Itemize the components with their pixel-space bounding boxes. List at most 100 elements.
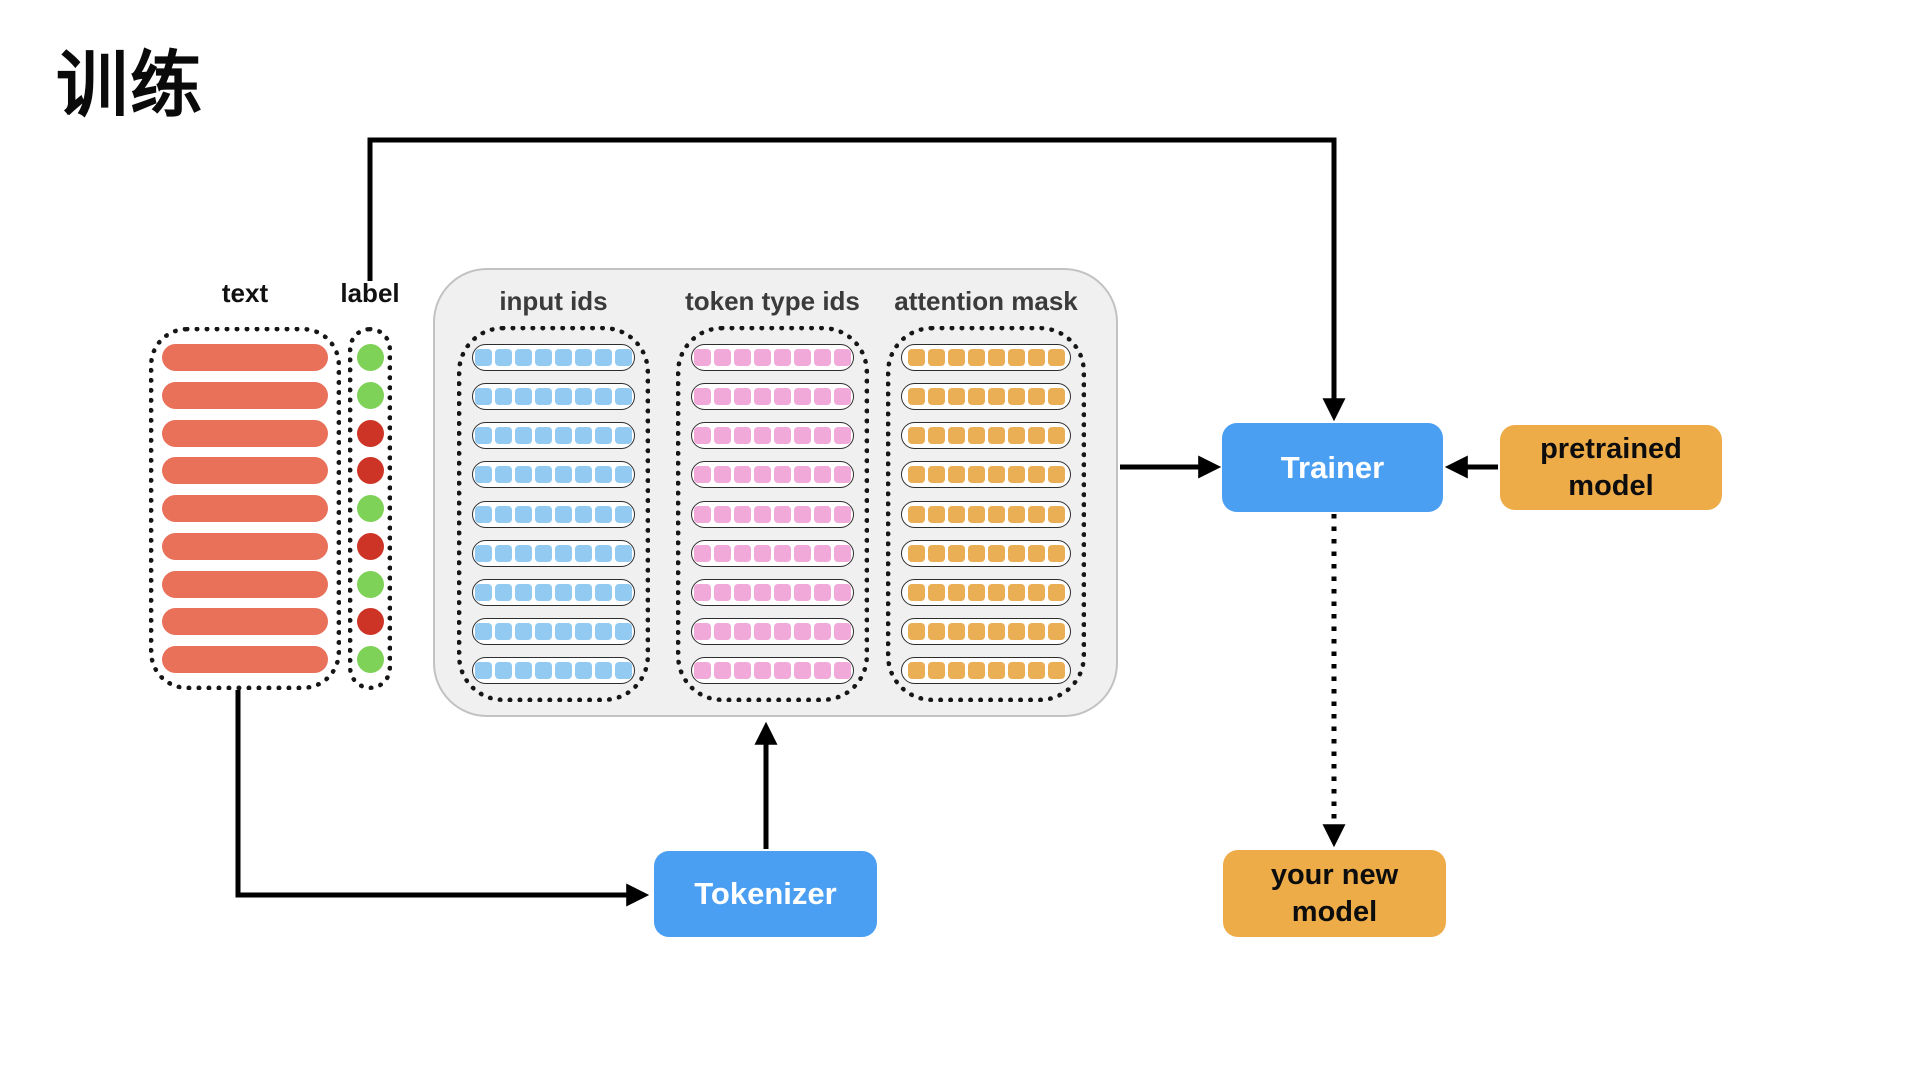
token-type-ids-cell bbox=[694, 349, 711, 366]
attention-mask-cell bbox=[1007, 349, 1025, 366]
token-type-ids-cell bbox=[814, 349, 831, 366]
text-bar bbox=[162, 381, 328, 409]
attention-mask-cell bbox=[1007, 427, 1025, 445]
token-type-ids-row bbox=[691, 657, 854, 684]
token-type-ids-cell bbox=[714, 505, 731, 523]
text-column-header: text bbox=[221, 278, 269, 308]
token-type-ids-cell bbox=[834, 622, 851, 640]
attention-mask-cell bbox=[1047, 349, 1065, 366]
input-ids-cell bbox=[475, 427, 492, 445]
label-circle-green bbox=[356, 344, 384, 371]
input-ids-cell bbox=[475, 662, 492, 679]
input-ids-cell bbox=[515, 583, 532, 601]
token-type-ids-row bbox=[691, 383, 854, 411]
input-ids-cell bbox=[615, 349, 632, 366]
attention-mask-row bbox=[901, 422, 1071, 450]
input-ids-cell bbox=[515, 505, 532, 523]
attention-mask-cell bbox=[907, 427, 925, 445]
attention-mask-cell bbox=[947, 544, 965, 562]
input-ids-cell bbox=[515, 544, 532, 562]
input-ids-cell bbox=[555, 505, 572, 523]
attention-mask-cell bbox=[927, 388, 945, 406]
attention-mask-cell bbox=[1047, 583, 1065, 601]
input-ids-cell bbox=[615, 427, 632, 445]
attention-mask-cell bbox=[927, 505, 945, 523]
attention-mask-row bbox=[901, 344, 1071, 371]
token-type-ids-column bbox=[676, 326, 869, 702]
input-ids-cell bbox=[475, 505, 492, 523]
attention-mask-cell bbox=[1007, 505, 1025, 523]
token-type-ids-cell bbox=[814, 388, 831, 406]
token-type-ids-cell bbox=[814, 466, 831, 484]
attention-mask-cell bbox=[907, 622, 925, 640]
input-ids-row bbox=[472, 578, 635, 606]
input-ids-cell bbox=[535, 466, 552, 484]
token-type-ids-row bbox=[691, 539, 854, 567]
pretrained-model-box: pretrained model bbox=[1500, 425, 1722, 510]
token-type-ids-cell bbox=[774, 662, 791, 679]
attention-mask-cell bbox=[907, 583, 925, 601]
attention-mask-cell bbox=[1047, 427, 1065, 445]
trainer-box: Trainer bbox=[1222, 423, 1443, 512]
attention-mask-column bbox=[886, 326, 1086, 702]
token-type-ids-cell bbox=[734, 388, 751, 406]
label-circle-green bbox=[356, 495, 384, 522]
token-type-ids-cell bbox=[834, 427, 851, 445]
input-ids-cell bbox=[535, 349, 552, 366]
token-type-ids-cell bbox=[734, 505, 751, 523]
token-type-ids-cell bbox=[714, 388, 731, 406]
input-ids-row bbox=[472, 657, 635, 684]
input-ids-cell bbox=[555, 662, 572, 679]
input-ids-cell bbox=[495, 662, 512, 679]
attention-mask-cell bbox=[987, 427, 1005, 445]
token-type-ids-cell bbox=[734, 662, 751, 679]
input-ids-cell bbox=[535, 427, 552, 445]
token-type-ids-cell bbox=[794, 427, 811, 445]
attention-mask-cell bbox=[1027, 544, 1045, 562]
input-ids-cell bbox=[555, 388, 572, 406]
token-type-ids-row bbox=[691, 500, 854, 528]
attention-mask-cell bbox=[927, 583, 945, 601]
input-ids-cell bbox=[475, 622, 492, 640]
input-ids-cell bbox=[535, 388, 552, 406]
token-type-ids-cell bbox=[754, 544, 771, 562]
attention-mask-cell bbox=[1047, 544, 1065, 562]
token-type-ids-cell bbox=[754, 388, 771, 406]
input-ids-cell bbox=[575, 466, 592, 484]
input-ids-cell bbox=[475, 466, 492, 484]
input-ids-cell bbox=[595, 427, 612, 445]
token-type-ids-cell bbox=[814, 544, 831, 562]
attention-mask-cell bbox=[1027, 388, 1045, 406]
token-type-ids-cell bbox=[694, 505, 711, 523]
attention-mask-cell bbox=[967, 505, 985, 523]
token-type-ids-cell bbox=[694, 466, 711, 484]
text-rows bbox=[154, 332, 336, 685]
token-type-ids-cell bbox=[834, 544, 851, 562]
token-type-ids-row bbox=[691, 578, 854, 606]
token-type-ids-cell bbox=[834, 583, 851, 601]
text-bar bbox=[162, 608, 328, 636]
input-ids-cell bbox=[615, 622, 632, 640]
token-type-ids-cell bbox=[834, 349, 851, 366]
attention-mask-cell bbox=[967, 662, 985, 679]
attention-mask-cell bbox=[1007, 544, 1025, 562]
text-column bbox=[149, 327, 341, 690]
attention-mask-cell bbox=[967, 427, 985, 445]
arrow-text-to-tokenizer bbox=[235, 690, 650, 907]
attention-mask-cell bbox=[1007, 583, 1025, 601]
attention-mask-cell bbox=[987, 583, 1005, 601]
input-ids-cell bbox=[615, 544, 632, 562]
attention-mask-cell bbox=[927, 622, 945, 640]
input-ids-cell bbox=[515, 662, 532, 679]
attention-mask-cell bbox=[907, 388, 925, 406]
input-ids-cell bbox=[535, 544, 552, 562]
input-ids-cell bbox=[495, 388, 512, 406]
input-ids-cell bbox=[575, 505, 592, 523]
attention-mask-cell bbox=[967, 349, 985, 366]
attention-mask-cell bbox=[907, 505, 925, 523]
token-type-ids-cell bbox=[694, 388, 711, 406]
input-ids-cell bbox=[515, 349, 532, 366]
input-ids-cell bbox=[475, 583, 492, 601]
token-type-ids-cell bbox=[794, 388, 811, 406]
label-circle-red bbox=[356, 608, 384, 636]
